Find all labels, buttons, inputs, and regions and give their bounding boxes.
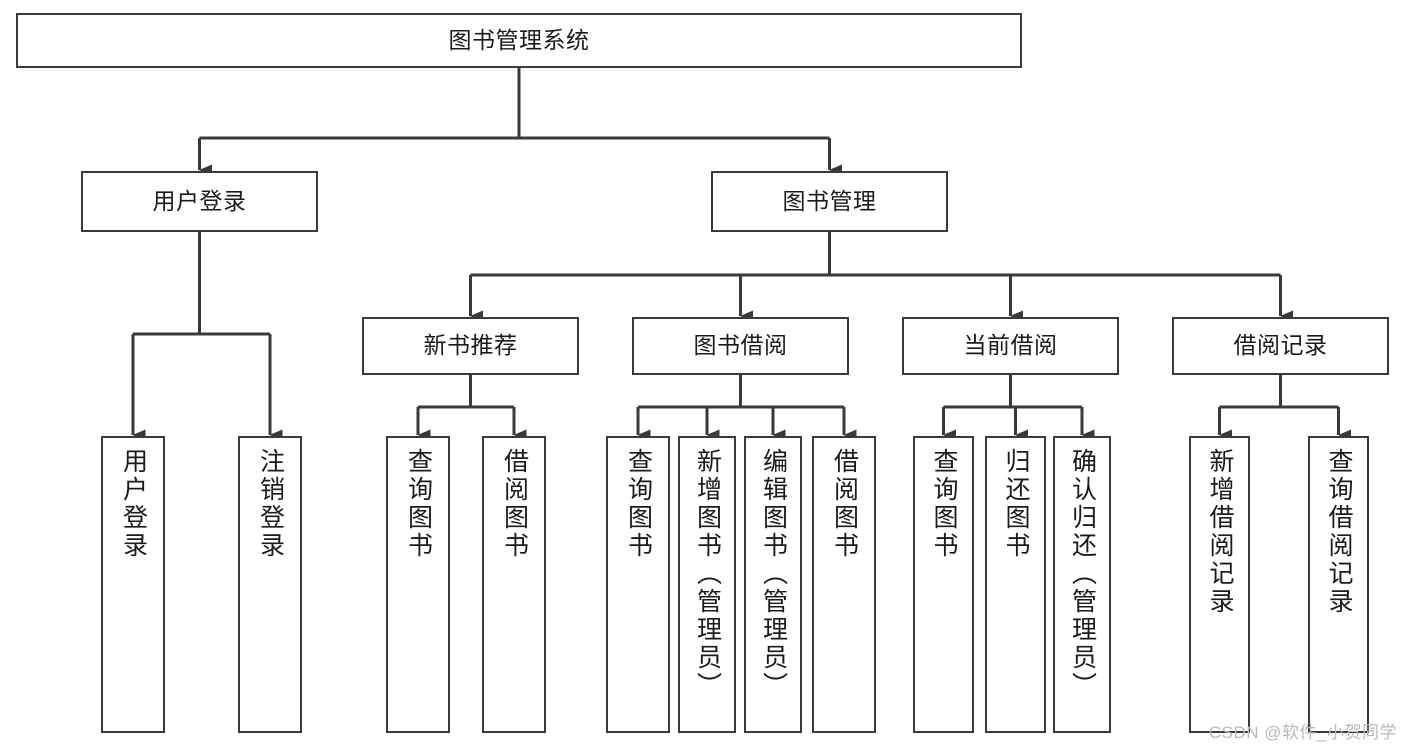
node-leaf-add-book-admin[interactable]: 新增图书（管理员） (678, 436, 736, 733)
node-label: 查询图书 (930, 448, 958, 560)
node-leaf-edit-book-admin[interactable]: 编辑图书（管理员） (744, 436, 802, 733)
node-leaf-user-login[interactable]: 用户登录 (101, 436, 165, 733)
node-root[interactable]: 图书管理系统 (16, 13, 1022, 68)
node-leaf-borrow-book[interactable]: 借阅图书 (812, 436, 876, 733)
node-label: 新书推荐 (423, 332, 518, 359)
node-leaf-query-book-current[interactable]: 查询图书 (913, 436, 974, 733)
node-label: 编辑图书（管理员） (759, 448, 788, 700)
node-label: 注销登录 (256, 448, 285, 560)
node-leaf-query-book-borrow[interactable]: 查询图书 (606, 436, 670, 733)
node-label: 查询图书 (624, 448, 653, 560)
node-label: 用户登录 (119, 448, 148, 560)
node-leaf-borrow-book-rec[interactable]: 借阅图书 (482, 436, 546, 733)
node-book-management[interactable]: 图书管理 (711, 171, 948, 232)
node-label: 图书借阅 (693, 332, 788, 359)
node-label: 确认归还（管理员） (1068, 448, 1097, 700)
node-label: 查询借阅记录 (1325, 448, 1353, 616)
node-label: 借阅图书 (500, 448, 529, 560)
node-leaf-return-book[interactable]: 归还图书 (985, 436, 1046, 733)
node-label: 当前借阅 (963, 332, 1058, 359)
node-leaf-query-book-rec[interactable]: 查询图书 (386, 436, 450, 733)
node-label: 图书管理系统 (448, 26, 590, 53)
node-label: 新增图书（管理员） (693, 448, 722, 700)
node-label: 借阅图书 (830, 448, 859, 560)
node-user-login[interactable]: 用户登录 (81, 171, 318, 232)
node-leaf-add-borrow-record[interactable]: 新增借阅记录 (1189, 436, 1250, 733)
node-leaf-confirm-return-admin[interactable]: 确认归还（管理员） (1053, 436, 1111, 733)
node-label: 查询图书 (404, 448, 433, 560)
node-book-borrow[interactable]: 图书借阅 (632, 317, 849, 375)
node-new-book-recommend[interactable]: 新书推荐 (362, 317, 579, 375)
node-current-borrow[interactable]: 当前借阅 (902, 317, 1119, 375)
csdn-watermark: CSDN @软件_小贺同学 (1208, 723, 1397, 742)
node-label: 新增借阅记录 (1206, 448, 1234, 616)
node-label: 用户登录 (152, 187, 247, 214)
node-borrow-records[interactable]: 借阅记录 (1172, 317, 1389, 375)
node-leaf-query-borrow-record[interactable]: 查询借阅记录 (1308, 436, 1369, 733)
node-label: 借阅记录 (1233, 332, 1328, 359)
node-label: 归还图书 (1002, 448, 1030, 560)
node-label: 图书管理 (782, 187, 877, 214)
node-leaf-logout[interactable]: 注销登录 (238, 436, 302, 733)
